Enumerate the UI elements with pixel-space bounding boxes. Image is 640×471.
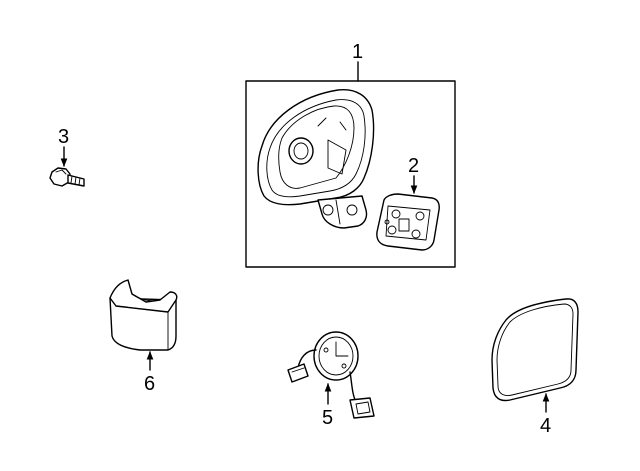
- mirror-glass-part: [491, 298, 579, 402]
- mounting-plate-part: [376, 193, 440, 251]
- mirror-assembly-part: [245, 80, 456, 268]
- callout-1: 1: [352, 41, 363, 63]
- callout-5: 5: [322, 407, 333, 429]
- callout-2: 2: [408, 155, 419, 177]
- bolt-part: [49, 167, 85, 187]
- cover-cap-part: [109, 279, 178, 351]
- motor-harness-part: [287, 331, 375, 419]
- leader-lines: [60, 61, 550, 413]
- callout-4: 4: [540, 415, 551, 437]
- callout-3: 3: [58, 126, 69, 148]
- assembly-frame: [245, 80, 456, 268]
- callout-6: 6: [144, 373, 155, 395]
